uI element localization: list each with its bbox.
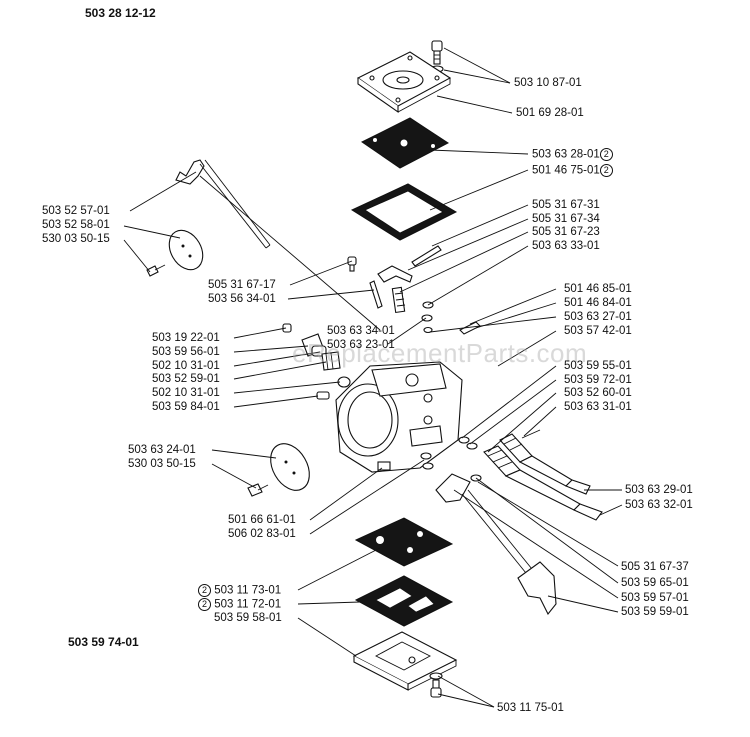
callout-label: 503 63 31-01: [564, 401, 632, 413]
callout-label: 530 03 50-15: [128, 458, 196, 470]
callout-label: 503 52 58-01: [42, 219, 110, 231]
lower-gasket-part: [354, 575, 454, 627]
top-part-number: 503 28 12-12: [85, 6, 156, 20]
bottom-cover-part: [352, 631, 458, 691]
watermark-text: eReplacementParts.com: [292, 338, 588, 368]
callout-label: 501 69 28-01: [516, 107, 584, 119]
callout-label: 503 59 84-01: [152, 401, 220, 413]
needle-screws-part: [458, 429, 603, 521]
body-fittings-part: [282, 323, 351, 400]
callout-label: 503 63 32-01: [625, 499, 693, 511]
callout-label: 503 63 29-01: [625, 484, 693, 496]
callout-label: 503 59 57-01: [621, 592, 689, 604]
callout-label: 503 10 87-01: [514, 77, 582, 89]
choke-shaft-part: [435, 473, 557, 616]
callout-label: 503 59 55-01: [564, 360, 632, 372]
dark-diaphragm-part: [361, 117, 449, 169]
callout-label: 501 46 84-01: [564, 297, 632, 309]
callout-label: 2 503 11 72-01: [198, 598, 281, 611]
callout-label: 503 52 59-01: [152, 373, 220, 385]
top-cover-part: [356, 51, 452, 114]
note-badge: 2: [599, 148, 613, 161]
callout-label: 503 59 58-01: [214, 612, 282, 624]
callout-label: 505 31 67-34: [532, 213, 600, 225]
callout-label: 503 63 23-01: [327, 339, 395, 351]
callout-label: 503 57 42-01: [564, 325, 632, 337]
small-screws-part: [347, 245, 481, 335]
callout-label: 2 503 11 73-01: [198, 584, 281, 597]
callout-label: 503 59 56-01: [152, 346, 220, 358]
carburetor-body-part: [335, 361, 463, 473]
note-badge: 2: [198, 584, 211, 597]
callout-label: 503 19 22-01: [152, 332, 220, 344]
callout-label: 503 63 24-01: [128, 444, 196, 456]
callout-label: 502 10 31-01: [152, 360, 220, 372]
leader-lines: [123, 47, 623, 708]
callout-label: 505 31 67-17: [208, 279, 276, 291]
callout-label: 503 52 60-01: [564, 387, 632, 399]
lower-washers-part: [420, 452, 434, 470]
callout-label: 501 46 85-01: [564, 283, 632, 295]
callout-label: 503 63 27-01: [564, 311, 632, 323]
callout-label: 503 63 33-01: [532, 240, 600, 252]
callout-label: 505 31 67-23: [532, 226, 600, 238]
callout-label: 506 02 83-01: [228, 528, 296, 540]
callout-label: 505 31 67-37: [621, 561, 689, 573]
note-badge: 2: [198, 598, 211, 611]
choke-disc-part: [247, 443, 310, 497]
gasket-part: [350, 183, 458, 241]
bottom-screw-part: [429, 672, 443, 698]
lower-dark-gasket-part: [354, 517, 454, 567]
callout-label: 503 59 59-01: [621, 606, 689, 618]
callout-label: 530 03 50-15: [42, 233, 110, 245]
bottom-part-number: 503 59 74-01: [68, 635, 139, 649]
callout-label: 502 10 31-01: [152, 387, 220, 399]
callout-label: 503 11 75-01: [497, 702, 564, 714]
callout-label: 503 56 34-01: [208, 293, 276, 305]
throttle-disc-part: [146, 229, 204, 277]
callout-label: 503 63 34-01: [327, 325, 395, 337]
throttle-shaft-part: [175, 159, 271, 249]
note-badge: 2: [599, 164, 613, 177]
callout-label: 503 59 72-01: [564, 374, 632, 386]
callout-label: 503 59 65-01: [621, 577, 689, 589]
callout-label: 501 66 61-01: [228, 514, 296, 526]
callout-label: 505 31 67-31: [532, 199, 600, 211]
callout-label: 503 52 57-01: [42, 205, 110, 217]
